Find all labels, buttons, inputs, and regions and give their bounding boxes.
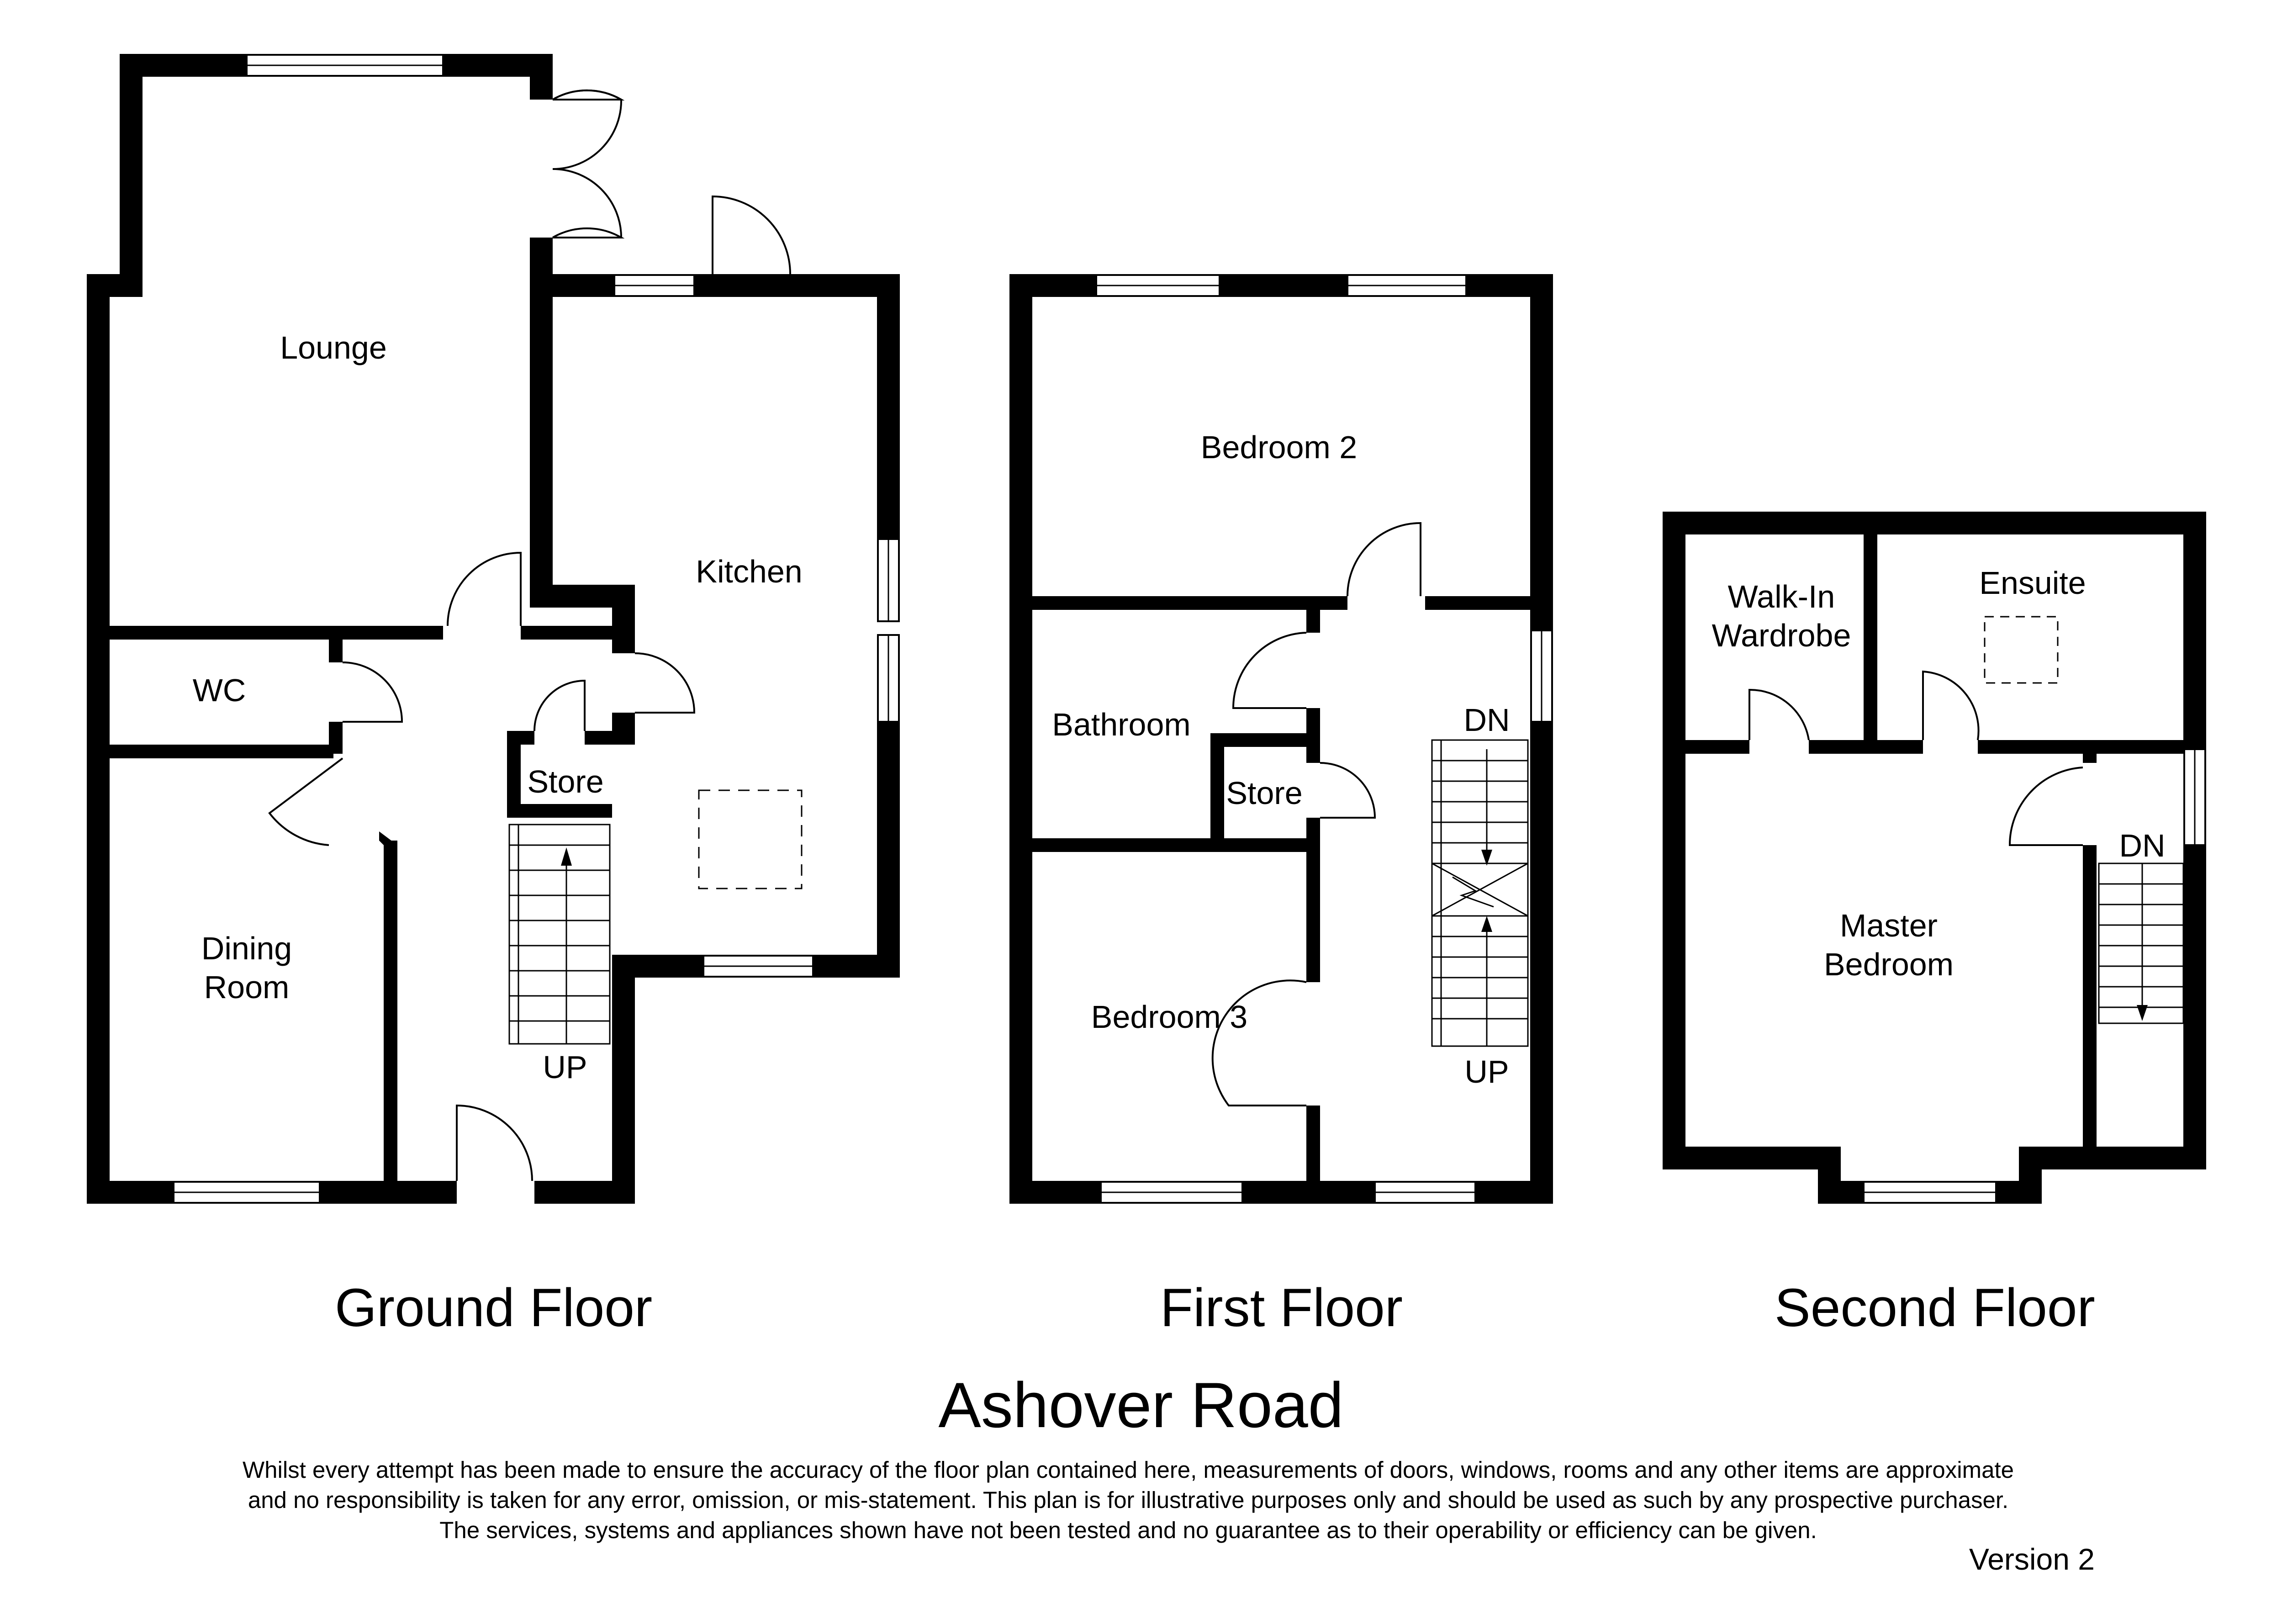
- room-label-bedroom3: Bedroom 3: [1091, 999, 1247, 1035]
- first-floor-stairs: [1431, 739, 1529, 1047]
- stairs-label-dn-first: DN: [1463, 702, 1510, 738]
- room-label-store-first: Store: [1226, 775, 1302, 811]
- ground-floor-window-lines: [174, 64, 889, 1193]
- property-title: Ashover Road: [938, 1369, 1344, 1441]
- room-label-dining-line1: Dining: [201, 931, 292, 966]
- ground-stairs-arrow: [561, 847, 572, 866]
- second-floor-window-lines: [1864, 749, 2196, 1193]
- room-label-bedroom2: Bedroom 2: [1201, 429, 1357, 465]
- stairs-label-dn-second: DN: [2119, 828, 2165, 863]
- room-label-walkin-line2: Wardrobe: [1712, 618, 1851, 653]
- second-floor-walls: [1663, 512, 2206, 1204]
- room-label-kitchen: Kitchen: [696, 554, 802, 589]
- room-label-store-ground: Store: [527, 764, 603, 799]
- room-label-master-line1: Master: [1840, 908, 1938, 943]
- second-stairs-arrow: [2137, 1005, 2148, 1021]
- ground-floor-plan: Lounge Kitchen WC Store Dining Room UP: [87, 54, 900, 1204]
- ground-floor-doors: [268, 89, 791, 1181]
- room-label-ensuite: Ensuite: [1979, 565, 2086, 601]
- first-floor-plan: Bedroom 2 Bathroom Store DN Bedroom 3 UP: [1009, 274, 1553, 1204]
- disclaimer-line3: The services, systems and appliances sho…: [439, 1517, 1817, 1543]
- stairs-label-up-first: UP: [1464, 1054, 1509, 1090]
- ground-floor-walls: [87, 54, 900, 1204]
- disclaimer-line2: and no responsibility is taken for any e…: [248, 1487, 2009, 1513]
- version-label: Version 2: [1969, 1542, 2095, 1576]
- second-floor-stairs: [2098, 862, 2184, 1024]
- room-label-wc: WC: [193, 672, 246, 708]
- floor-plan-drawing: Lounge Kitchen WC Store Dining Room UP: [87, 54, 2206, 1204]
- room-label-bathroom: Bathroom: [1052, 707, 1190, 742]
- room-label-master-line2: Bedroom: [1824, 947, 1954, 982]
- room-label-walkin-line1: Walk-In: [1728, 579, 1835, 614]
- ensuite-shower-tray: [1984, 616, 2059, 684]
- first-floor-doors: [1211, 522, 1421, 1106]
- second-floor-plan: Walk-In Wardrobe Ensuite Master Bedroom …: [1663, 512, 2206, 1204]
- first-stairs-arrow-up: [1481, 916, 1492, 932]
- room-label-lounge: Lounge: [280, 330, 387, 365]
- second-floor-doors: [1748, 670, 2083, 846]
- room-label-dining-line2: Room: [204, 969, 290, 1005]
- first-floor-window-lines: [1096, 285, 1542, 1193]
- floor-title-first: First Floor: [1160, 1278, 1403, 1338]
- floor-title-ground: Ground Floor: [335, 1278, 653, 1338]
- kitchen-hob: [698, 789, 803, 889]
- ground-floor-stairs: [508, 824, 611, 1045]
- first-stairs-arrow-down: [1481, 850, 1492, 866]
- disclaimer-line1: Whilst every attempt has been made to en…: [242, 1457, 2014, 1483]
- stairs-label-up-ground: UP: [543, 1049, 587, 1085]
- floor-title-second: Second Floor: [1775, 1278, 2095, 1338]
- disclaimer: Whilst every attempt has been made to en…: [137, 1455, 2119, 1545]
